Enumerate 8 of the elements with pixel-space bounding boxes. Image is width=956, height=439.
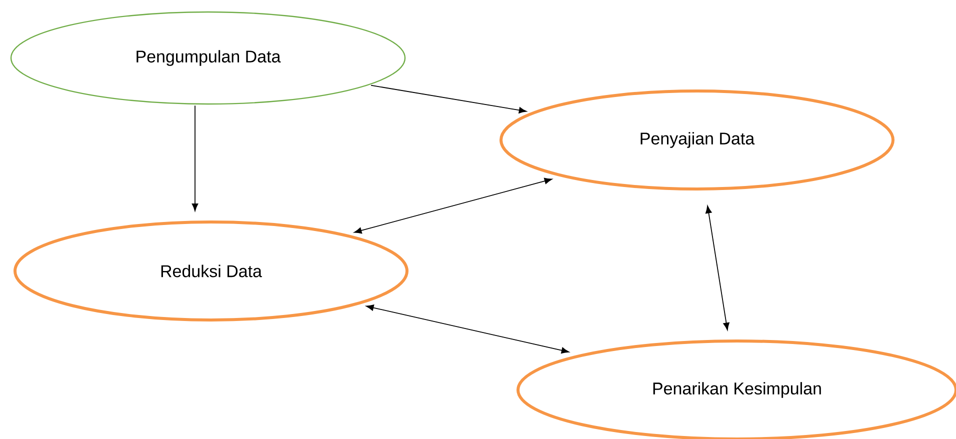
arrow	[366, 304, 570, 354]
ellipse-node: Reduksi Data	[14, 220, 408, 322]
ellipse-node: Penyajian Data	[500, 90, 894, 190]
ellipse-node: Pengumpulan Data	[10, 11, 406, 105]
arrow	[354, 178, 552, 234]
arrow	[370, 84, 527, 114]
arrow	[706, 206, 730, 330]
arrow	[192, 105, 198, 212]
